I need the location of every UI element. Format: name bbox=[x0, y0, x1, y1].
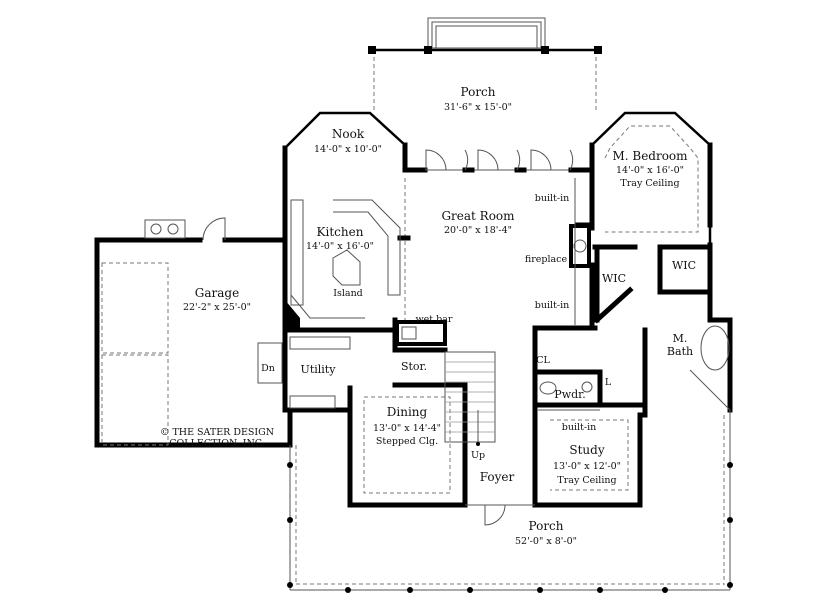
garage-dims: 22'-2" x 25'-0" bbox=[183, 302, 251, 313]
master-bedroom-walls bbox=[591, 111, 733, 418]
garage-walls bbox=[94, 217, 293, 448]
wic-right-label: WIC bbox=[672, 259, 696, 272]
great-room-dims: 20'-0" x 18'-4" bbox=[444, 225, 512, 236]
dining-dims: 13'-0" x 14'-4" bbox=[373, 423, 441, 434]
master-bedroom-label: M. Bedroom bbox=[612, 149, 688, 163]
study-dims: 13'-0" x 12'-0" bbox=[553, 461, 621, 472]
storage-label: Stor. bbox=[401, 360, 427, 373]
stairs bbox=[444, 351, 496, 446]
builtin-top-label: built-in bbox=[535, 193, 569, 204]
study-label: Study bbox=[569, 443, 604, 457]
master-bath-label: M. bbox=[673, 332, 688, 345]
study-builtin-label: built-in bbox=[562, 422, 596, 433]
master-bedroom-dims: 14'-0" x 16'-0" bbox=[616, 165, 684, 176]
kitchen-dims: 14'-0" x 16'-0" bbox=[306, 241, 374, 252]
front-porch bbox=[287, 410, 733, 593]
powder-walls bbox=[532, 325, 643, 408]
closet-label: CL bbox=[536, 355, 550, 366]
copyright-line-1: © THE SATER DESIGN bbox=[160, 427, 274, 438]
stairs-up-label: Up bbox=[471, 450, 485, 461]
study-ceiling: Tray Ceiling bbox=[557, 475, 616, 486]
copyright-line-2: COLLECTION, INC. bbox=[169, 438, 265, 449]
kitchen-counters bbox=[285, 199, 401, 330]
utility-label: Utility bbox=[301, 363, 337, 376]
nook-label: Nook bbox=[332, 127, 365, 141]
dining-label: Dining bbox=[387, 405, 428, 419]
dining-ceiling: Stepped Clg. bbox=[376, 436, 438, 447]
powder-label: Pwdr. bbox=[554, 388, 585, 401]
great-room-walls bbox=[397, 142, 595, 330]
master-bedroom-ceiling: Tray Ceiling bbox=[620, 178, 679, 189]
down-label: Dn bbox=[261, 363, 275, 374]
rear-porch-dims: 31'-6" x 15'-0" bbox=[444, 102, 512, 113]
rear-porch-label: Porch bbox=[461, 85, 496, 99]
builtin-bottom-label: built-in bbox=[535, 300, 569, 311]
fireplace-label: fireplace bbox=[525, 254, 568, 265]
foyer-label: Foyer bbox=[480, 470, 515, 484]
nook-dims: 14'-0" x 10'-0" bbox=[314, 144, 382, 155]
wet-bar-label: wet bar bbox=[416, 314, 453, 325]
front-door bbox=[465, 504, 535, 526]
great-room-label: Great Room bbox=[441, 209, 515, 223]
front-porch-dims: 52'-0" x 8'-0" bbox=[515, 536, 577, 547]
master-bath-label-2: Bath bbox=[667, 345, 693, 358]
kitchen-label: Kitchen bbox=[317, 225, 364, 239]
rear-porch bbox=[368, 46, 602, 112]
linen-label: L bbox=[605, 377, 612, 388]
wet-bar bbox=[395, 320, 447, 346]
garage-label: Garage bbox=[195, 286, 239, 300]
study-walls bbox=[532, 402, 643, 508]
wic-left-label: WIC bbox=[602, 272, 626, 285]
front-porch-label: Porch bbox=[529, 519, 564, 533]
island-label: Island bbox=[333, 288, 363, 299]
rear-porch-steps bbox=[427, 17, 546, 49]
